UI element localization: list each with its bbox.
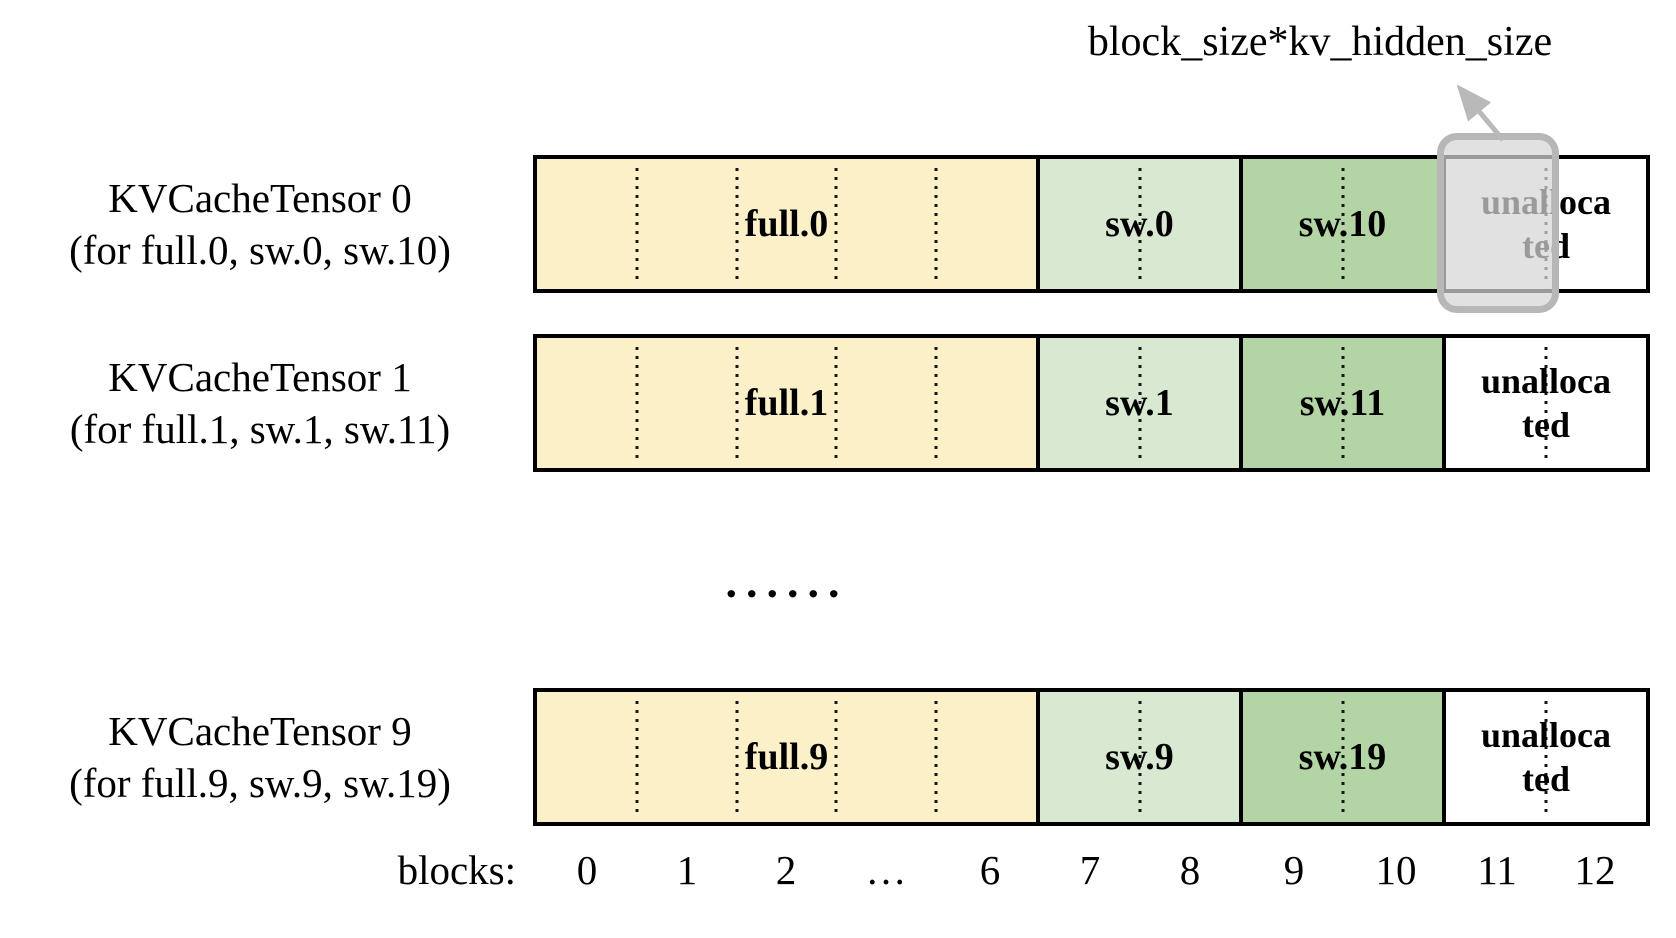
block-tick-2: 2 — [775, 847, 797, 893]
tensor-9-subtitle: (for full.9, sw.9, sw.19) — [69, 760, 451, 806]
tensor-1-segment-sw1: sw.1 — [1036, 338, 1239, 468]
tensor-1-segment-full: full.1 — [537, 338, 1036, 468]
segment-label: sw.0 — [1105, 203, 1174, 245]
block-tick-6: 6 — [979, 847, 1001, 893]
tensor-9-segment-sw9: sw.9 — [1036, 692, 1239, 822]
block-tick-12: 12 — [1574, 847, 1616, 893]
unallocated-line-1: unalloca — [1480, 361, 1612, 401]
segment-label: unalloca ted — [1481, 713, 1611, 801]
cell-divider-dotted — [934, 347, 938, 459]
tensor-9-bar: full.9 sw.9 sw.19 unalloca ted — [533, 688, 1650, 826]
block-tick-0: 0 — [576, 847, 598, 893]
cell-divider-dotted — [1138, 168, 1141, 280]
cell-divider-dotted — [1138, 347, 1141, 459]
cell-divider-dotted — [735, 347, 739, 459]
tensor-9-segment-sw19: sw.19 — [1239, 692, 1442, 822]
tensor-1-title: KVCacheTensor 1 — [108, 354, 412, 400]
segment-label: sw.9 — [1105, 736, 1174, 778]
tensor-0-subtitle: (for full.0, sw.0, sw.10) — [69, 227, 451, 273]
rows-ellipsis: ...... — [725, 556, 849, 607]
cell-divider-dotted — [635, 701, 639, 813]
segment-label: full.1 — [744, 382, 829, 424]
block-tick-11: 11 — [1477, 847, 1517, 893]
block-tick-9: 9 — [1283, 847, 1305, 893]
segment-label: full.9 — [744, 736, 829, 778]
cell-divider-dotted — [1341, 168, 1344, 280]
tensor-0-segment-full: full.0 — [537, 159, 1036, 289]
segment-label: unalloca ted — [1481, 359, 1611, 447]
tensor-0-label: KVCacheTensor 0 (for full.0, sw.0, sw.10… — [12, 172, 508, 276]
blocks-axis-label: blocks: — [397, 847, 516, 893]
segment-label: sw.10 — [1298, 203, 1387, 245]
segment-label: sw.11 — [1299, 382, 1386, 424]
block-tick-10: 10 — [1375, 847, 1417, 893]
unallocated-line-1: unalloca — [1480, 715, 1612, 755]
cell-divider-dotted — [1341, 347, 1344, 459]
tensor-9-segment-unallocated: unalloca ted — [1442, 692, 1646, 822]
tensor-9-title: KVCacheTensor 9 — [108, 708, 412, 754]
segment-label: full.0 — [744, 203, 829, 245]
tensor-1-segment-sw11: sw.11 — [1239, 338, 1442, 468]
cell-divider-dotted — [735, 701, 739, 813]
cell-divider-dotted — [1138, 701, 1141, 813]
block-tick-7: 7 — [1079, 847, 1101, 893]
cell-divider-dotted — [834, 347, 838, 459]
tensor-9-segment-full: full.9 — [537, 692, 1036, 822]
block-tick-1: 1 — [676, 847, 698, 893]
segment-label: sw.19 — [1298, 736, 1387, 778]
tensor-1-segment-unallocated: unalloca ted — [1442, 338, 1646, 468]
tensor-1-label: KVCacheTensor 1 (for full.1, sw.1, sw.11… — [12, 351, 508, 455]
unallocated-line-2: ted — [1522, 405, 1570, 445]
cell-divider-dotted — [735, 168, 739, 280]
block-tick-8: 8 — [1179, 847, 1201, 893]
cell-divider-dotted — [1341, 701, 1344, 813]
cell-divider-dotted — [834, 168, 838, 280]
unallocated-line-2: ted — [1522, 759, 1570, 799]
block-tick-ellipsis: … — [865, 847, 907, 893]
tensor-1-subtitle: (for full.1, sw.1, sw.11) — [69, 406, 451, 452]
block-highlight-rect — [1437, 133, 1559, 313]
tensor-1-bar: full.1 sw.1 sw.11 unalloca ted — [533, 334, 1650, 472]
cell-divider-dotted — [635, 168, 639, 280]
cell-divider-dotted — [1544, 701, 1548, 813]
tensor-0-segment-sw0: sw.0 — [1036, 159, 1239, 289]
cell-divider-dotted — [934, 701, 938, 813]
cell-divider-dotted — [834, 701, 838, 813]
annotation-arrow-icon — [1456, 84, 1505, 142]
segment-label: sw.1 — [1105, 382, 1174, 424]
tensor-0-segment-sw10: sw.10 — [1239, 159, 1442, 289]
cell-divider-dotted — [1544, 347, 1548, 459]
tensor-0-title: KVCacheTensor 0 — [108, 175, 412, 221]
cell-divider-dotted — [635, 347, 639, 459]
annotation-block-size: block_size*kv_hidden_size — [1087, 19, 1553, 65]
tensor-9-label: KVCacheTensor 9 (for full.9, sw.9, sw.19… — [12, 705, 508, 809]
cell-divider-dotted — [934, 168, 938, 280]
